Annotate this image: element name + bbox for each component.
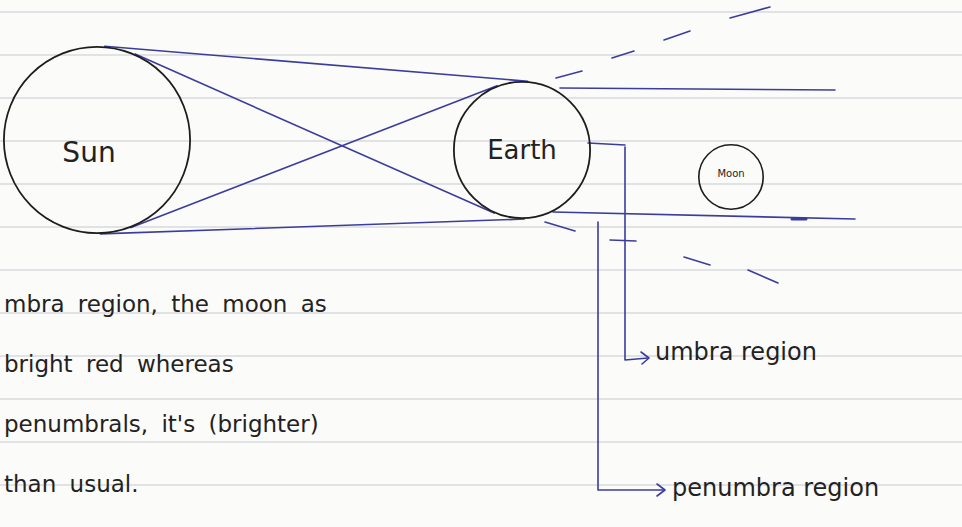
- light-ray: [131, 86, 497, 228]
- circle-outline: [4, 47, 190, 233]
- body-label: Moon: [717, 168, 744, 179]
- circle-outline: [454, 82, 590, 218]
- light-ray: [105, 46, 528, 81]
- circle-outline: [699, 145, 763, 209]
- region-label: penumbra region: [672, 472, 957, 504]
- circle-node: Sun: [3, 46, 191, 234]
- shadow-rays: [545, 7, 855, 283]
- circle-node: Moon: [698, 144, 764, 210]
- region-label: umbra region: [655, 336, 820, 368]
- light-ray: [100, 219, 524, 234]
- leader-lines: [598, 147, 665, 496]
- body-label: Earth: [487, 135, 557, 165]
- light-ray: [135, 54, 494, 213]
- circle-node: Earth: [453, 81, 591, 219]
- body-label: Sun: [62, 136, 115, 169]
- note-text: mbra region, the moon as bright red wher…: [4, 274, 376, 514]
